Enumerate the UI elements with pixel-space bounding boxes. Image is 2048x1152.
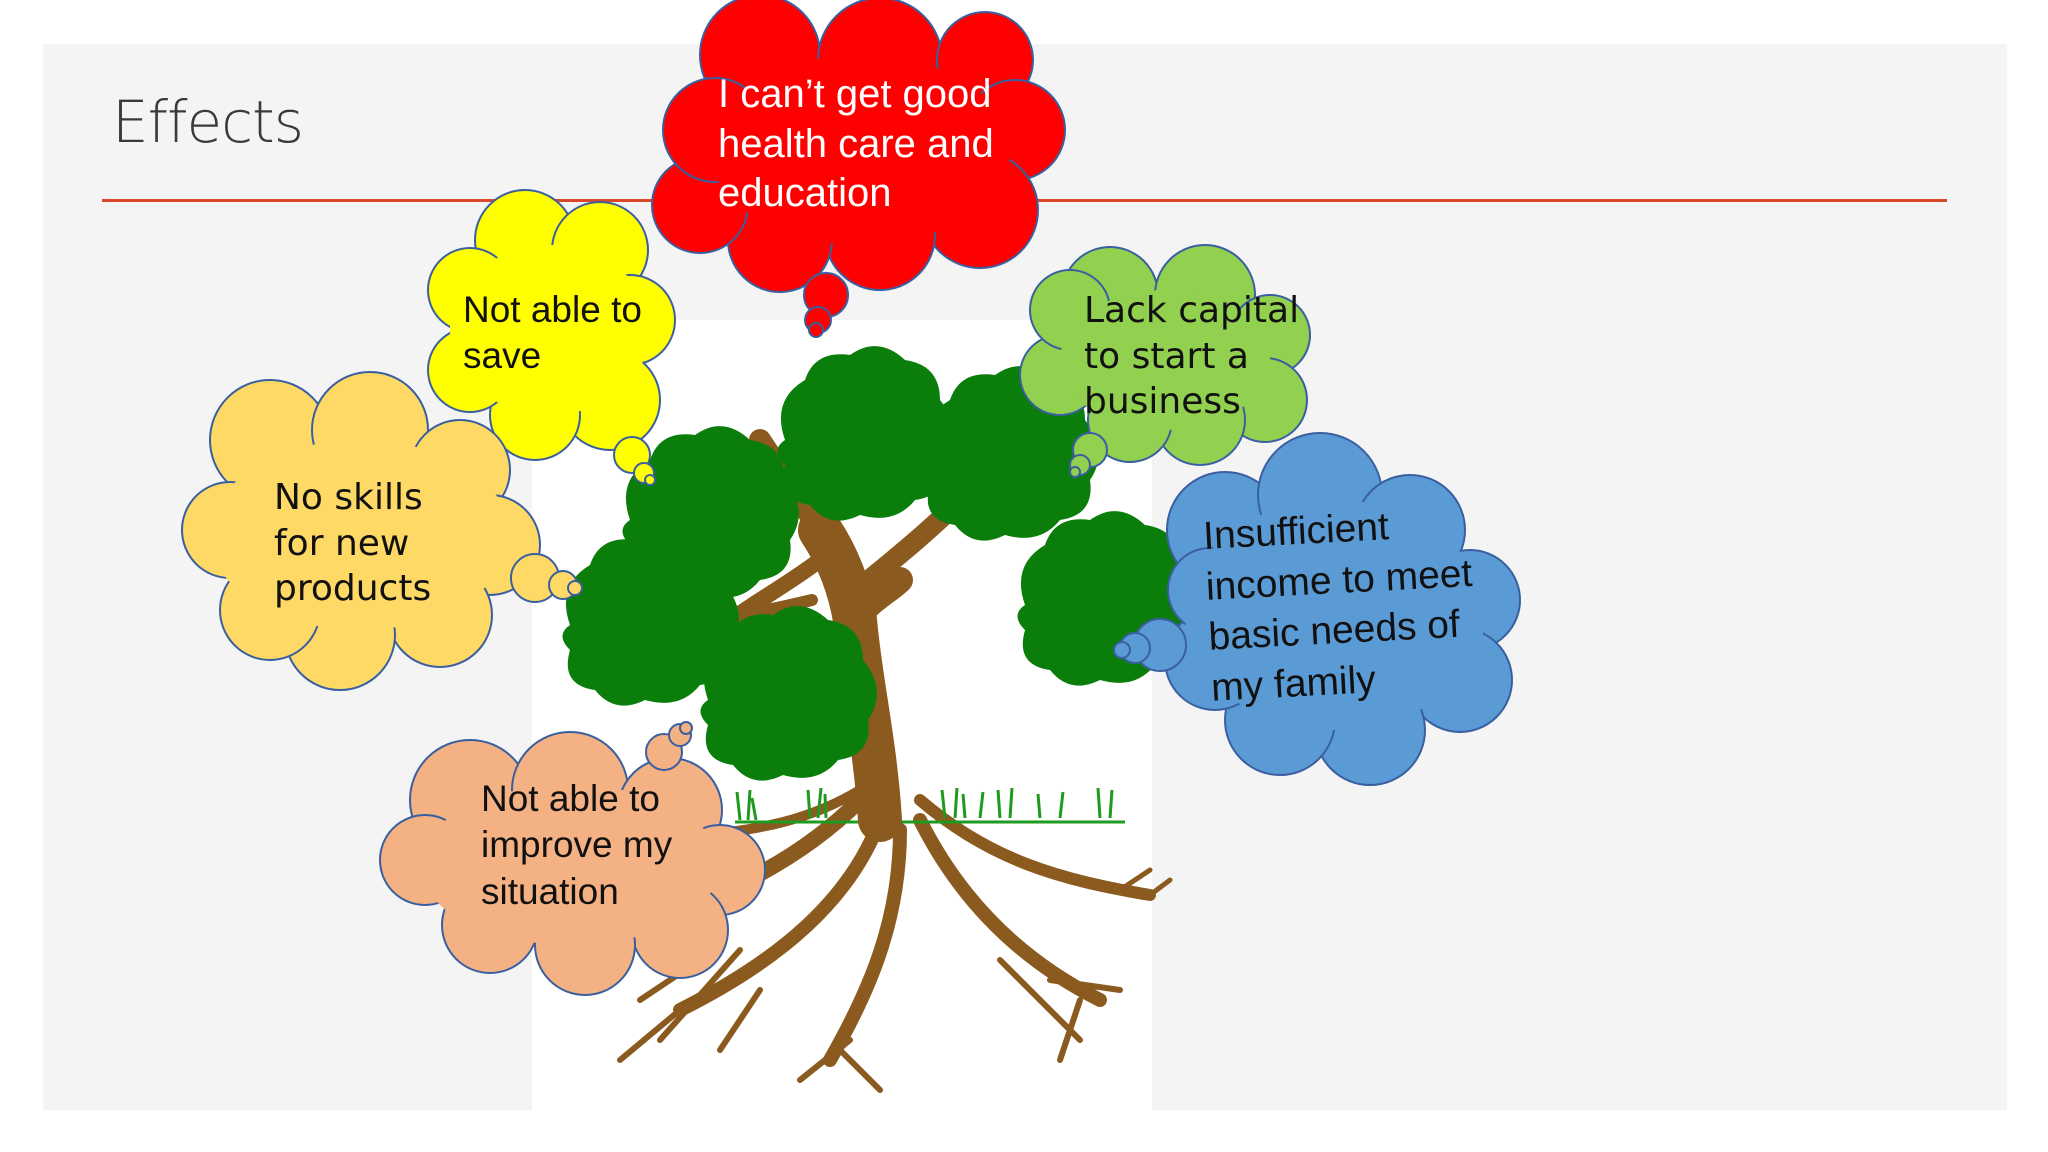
bubble-improve-cloud xyxy=(379,721,766,996)
bubble-skills-text: No skills for new products xyxy=(274,475,431,612)
bubble-health-text: I can’t get good health care and educati… xyxy=(718,70,994,219)
grass-line xyxy=(735,787,1125,824)
bubble-improve-line-3: situation xyxy=(481,870,619,912)
bubble-health-line-2: health care and xyxy=(718,121,994,166)
bubble-improve-line-1: Not able to xyxy=(481,778,660,819)
bubble-health-line-1: I can’t get good xyxy=(718,72,992,116)
bubble-improve-text: Not able to improve my situation xyxy=(481,776,672,915)
bubble-improve-line-2: improve my xyxy=(481,824,673,866)
bubble-income-text: Insufficient income to meet basic needs … xyxy=(1202,498,1479,714)
bubble-capital-line-1: Lack capital xyxy=(1084,290,1300,331)
bubble-skills-line-2: for new xyxy=(274,522,410,564)
bubble-save-cloud xyxy=(427,189,676,486)
bubble-save-line-1: Not able to xyxy=(463,289,642,330)
bubble-capital-line-3: business xyxy=(1084,381,1241,423)
bubble-capital-line-2: to start a xyxy=(1084,335,1249,377)
bubble-health-line-3: education xyxy=(718,171,892,216)
bubble-capital-cloud xyxy=(1019,244,1311,478)
bubble-skills-line-3: products xyxy=(274,568,432,610)
bubble-health-cloud xyxy=(651,0,1066,338)
bubble-skills-line-1: No skills xyxy=(274,477,423,518)
bubble-skills-cloud xyxy=(181,371,583,691)
slide-title: Effects xyxy=(112,88,304,156)
bubble-income-cloud xyxy=(1113,432,1521,786)
bubble-capital-text: Lack capital to start a business xyxy=(1084,288,1299,425)
bubble-save-line-2: save xyxy=(463,335,542,377)
bubble-save-text: Not able to save xyxy=(463,287,642,380)
